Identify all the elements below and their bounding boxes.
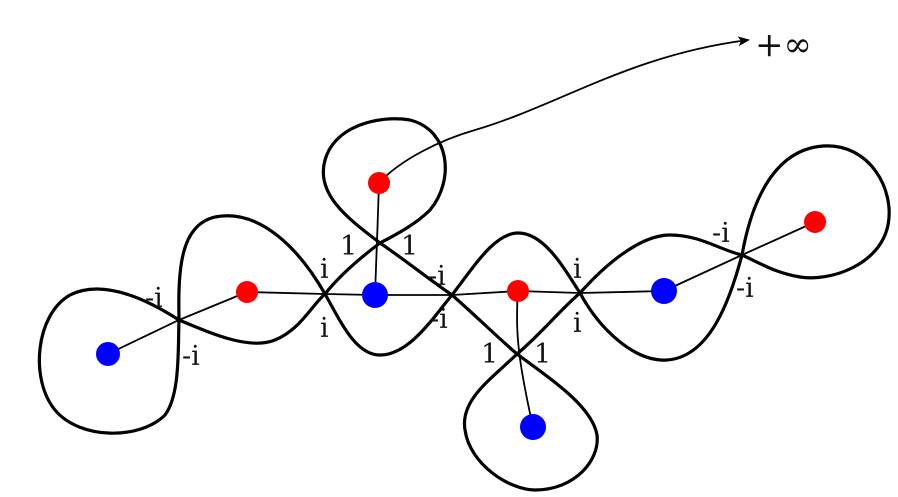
label: i: [320, 313, 329, 344]
segment-d-e: [450, 293, 519, 356]
lobe-f-g-lower: [578, 253, 744, 362]
left-loop: [37, 287, 181, 435]
line-left: [107, 291, 248, 355]
label: 1: [534, 339, 551, 370]
label: -i: [145, 283, 163, 314]
connections: [107, 36, 816, 428]
pole-point: [507, 280, 529, 302]
zero-point: [362, 282, 388, 308]
top-loop: [321, 117, 447, 245]
lobe-d-f-upper: [450, 231, 582, 297]
label: -i: [182, 341, 200, 372]
zero-point: [520, 414, 546, 440]
lobe-f-g-upper: [578, 233, 744, 295]
lobe-b-d-lower: [323, 292, 454, 357]
label: -i: [712, 218, 730, 249]
arrow-to-infinity: [378, 36, 750, 184]
label: i: [320, 254, 329, 285]
line-bottom-vertical: [516, 290, 534, 428]
points: [96, 172, 826, 440]
pole-point: [236, 281, 258, 303]
segment-e-f: [515, 291, 582, 356]
label: -i: [736, 273, 754, 304]
pole-point: [804, 211, 826, 233]
right-loop: [740, 144, 891, 280]
infinity-label: +∞: [755, 25, 812, 65]
label: 1: [481, 339, 498, 370]
label: i: [573, 308, 582, 339]
label: -i: [430, 304, 448, 335]
label: 1: [401, 231, 418, 262]
line-right: [663, 221, 816, 292]
lobe-a-b-upper: [177, 214, 327, 322]
lobe-a-b-lower: [177, 292, 327, 345]
zero-point: [96, 342, 120, 366]
label: i: [573, 254, 582, 285]
zero-point: [651, 278, 677, 304]
line-middle: [246, 290, 665, 296]
bottom-loop: [462, 352, 599, 492]
level-curves: [37, 117, 891, 492]
segment-b-c: [323, 241, 382, 296]
segment-c-d: [378, 241, 454, 297]
label: -i: [428, 261, 446, 292]
pole-point: [368, 172, 390, 194]
label: 1: [340, 231, 357, 262]
